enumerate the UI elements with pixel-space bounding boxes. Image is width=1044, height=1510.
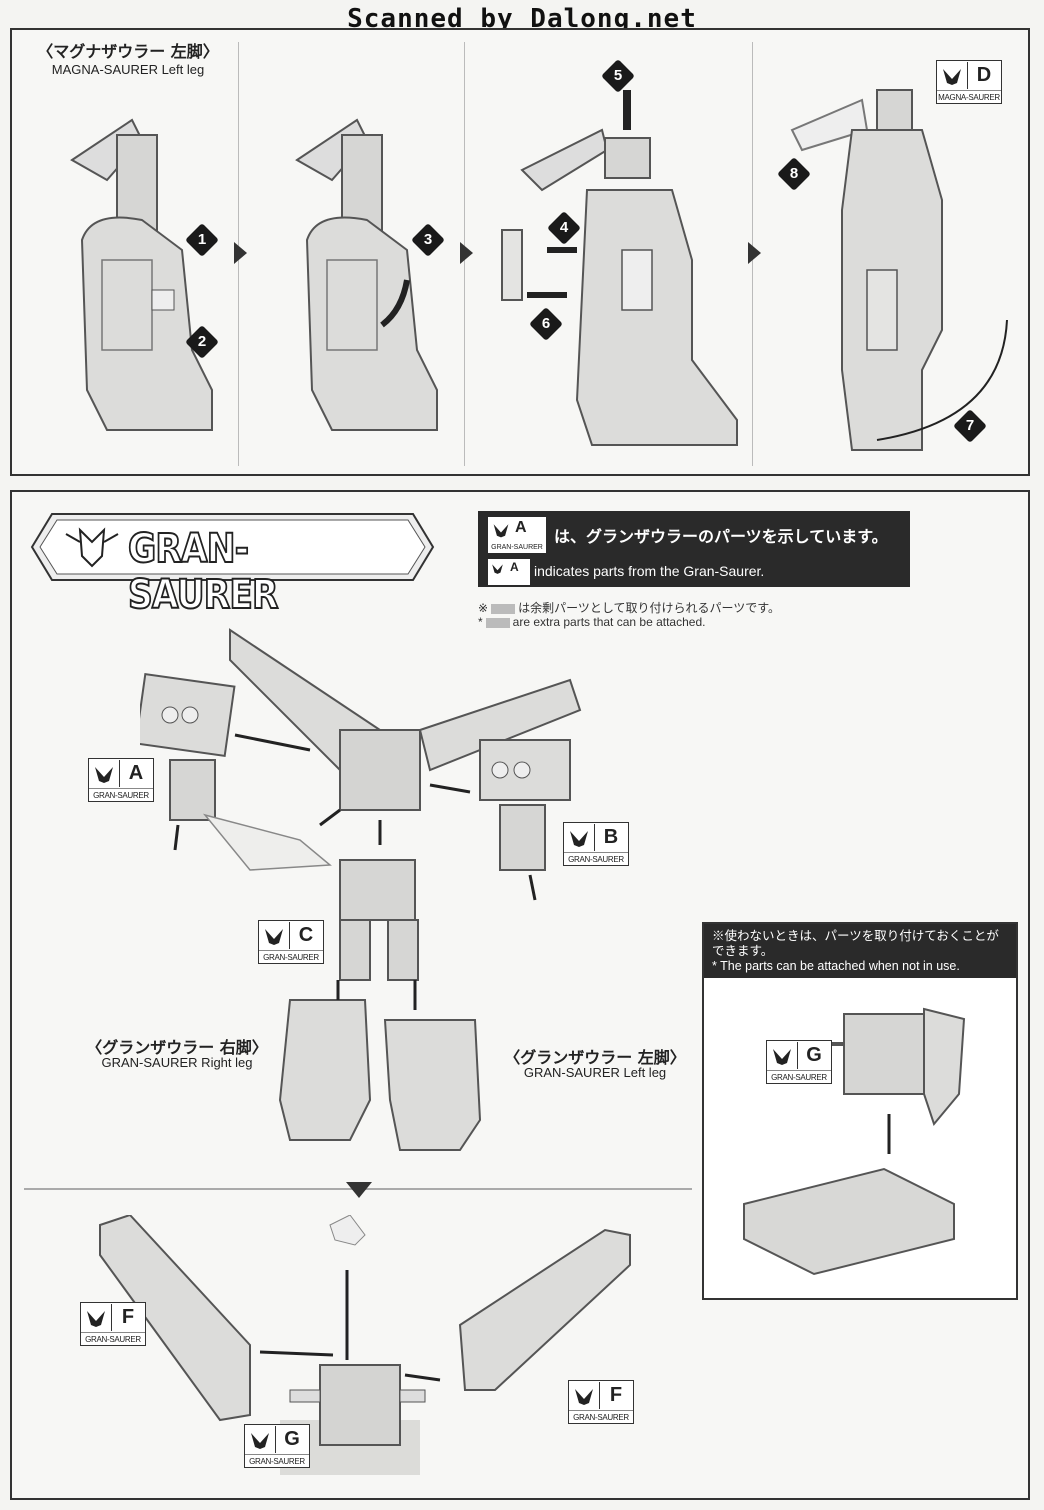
- badge-letter: D: [967, 62, 1000, 89]
- badge-letter: G: [275, 1426, 308, 1453]
- step-4-marker: 4: [547, 211, 581, 245]
- gran-saurer-emblem-icon: [493, 524, 509, 538]
- part-badge-d: D MAGNA-SAURER: [936, 60, 1002, 104]
- step-arrow-icon: [748, 242, 761, 264]
- badge-name: GRAN-SAURER: [89, 788, 153, 800]
- badge-letter: F: [111, 1304, 144, 1331]
- step-7-marker: 7: [953, 409, 987, 443]
- top-panel-title-en: MAGNA-SAURER Left leg: [51, 62, 205, 77]
- attach-when-unused-box: ※使わないときは、パーツを取り付けておくことができます。 * The parts…: [702, 922, 1018, 1300]
- wing-separation-diagram: [99, 1215, 631, 1475]
- gran-saurer-emblem-icon: [575, 1389, 593, 1405]
- gran-saurer-emblem-icon: [95, 767, 113, 783]
- gran-saurer-emblem-icon: [251, 1433, 269, 1449]
- gran-saurer-emblem-icon: [570, 831, 588, 847]
- leg-illustration-step3: [501, 90, 738, 446]
- badge-name: GRAN-SAURER: [767, 1070, 831, 1082]
- extra-parts-note-ja: ※は余剰パーツとして取り付けられるパーツです。: [478, 601, 781, 615]
- gran-saurer-emblem-icon: [773, 1049, 791, 1065]
- badge-name: MAGNA-SAURER: [937, 90, 1001, 102]
- badge-name: GRAN-SAURER: [259, 950, 323, 962]
- note-en-text: indicates parts from the Gran-Saurer.: [534, 563, 765, 579]
- gran-saurer-exploded-diagram: [140, 628, 582, 1151]
- right-leg-title-ja: 〈グランザウラー 右脚〉: [86, 1038, 268, 1057]
- badge-name: GRAN-SAURER: [81, 1332, 145, 1344]
- title-banner-frame: [30, 513, 435, 581]
- magna-saurer-left-leg-panel: 〈マグナザウラー 左脚〉 MAGNA-SAURER Left leg 1 2 3…: [10, 28, 1030, 476]
- left-leg-title-en: GRAN-SAURER Left leg: [523, 1065, 667, 1080]
- badge-letter: A: [510, 560, 519, 574]
- step-8-marker: 8: [777, 157, 811, 191]
- step-arrow-icon: [460, 242, 473, 264]
- gran-saurer-emblem-icon: [87, 1311, 105, 1327]
- badge-name: GRAN-SAURER: [564, 852, 628, 864]
- leg-illustration-step4: [790, 89, 1008, 451]
- part-badge-f-right: F GRAN-SAURER: [568, 1380, 634, 1424]
- part-badge-a-small: A: [488, 559, 530, 585]
- badge-letter: A: [515, 519, 527, 536]
- badge-letter: A: [119, 760, 152, 787]
- badge-name: GRAN-SAURER: [569, 1410, 633, 1422]
- part-badge-a: A GRAN-SAURER: [88, 758, 154, 802]
- step-2-marker: 2: [185, 325, 219, 359]
- step-3-marker: 3: [411, 223, 445, 257]
- part-badge-b: B GRAN-SAURER: [563, 822, 629, 866]
- note-ja-text: は、グランザウラーのパーツを示しています。: [554, 529, 888, 546]
- stand-attachment-diagram: [743, 1007, 966, 1276]
- leg-illustration-step1: [70, 118, 213, 431]
- top-panel-title-ja: 〈マグナザウラー 左脚〉: [37, 42, 219, 61]
- part-badge-a-legend: A GRAN-SAURER: [488, 517, 546, 553]
- step-1-marker: 1: [185, 223, 219, 257]
- magna-saurer-emblem-icon: [943, 69, 961, 85]
- part-badge-c: C GRAN-SAURER: [258, 920, 324, 964]
- badge-name: GRAN-SAURER: [491, 544, 543, 551]
- next-step-arrow-icon: [346, 1182, 372, 1198]
- badge-letter: B: [594, 824, 627, 851]
- badge-letter: G: [797, 1042, 830, 1069]
- left-leg-title-ja: 〈グランザウラー 左脚〉: [504, 1048, 686, 1067]
- attach-note-en: * The parts can be attached when not in …: [712, 959, 960, 973]
- extra-part-swatch: [491, 603, 516, 614]
- part-badge-g-attach: G GRAN-SAURER: [766, 1040, 832, 1084]
- part-badge-g-bottom: G GRAN-SAURER: [244, 1424, 310, 1468]
- step-arrow-icon: [234, 242, 247, 264]
- badge-letter: F: [599, 1382, 632, 1409]
- gran-saurer-emblem-icon: [492, 564, 503, 574]
- gran-saurer-title: GRAN-SAURER: [127, 525, 279, 619]
- attach-note-header: ※使わないときは、パーツを取り付けておくことができます。 * The parts…: [704, 924, 1016, 978]
- extra-parts-note-en: *are extra parts that can be attached.: [478, 615, 706, 629]
- part-badge-f-left: F GRAN-SAURER: [80, 1302, 146, 1346]
- step-5-marker: 5: [601, 59, 635, 93]
- badge-name: GRAN-SAURER: [245, 1454, 309, 1466]
- step-6-marker: 6: [529, 307, 563, 341]
- gran-saurer-emblem-icon: [265, 929, 283, 945]
- part-legend-note: A GRAN-SAURER は、グランザウラーのパーツを示しています。 A in…: [478, 511, 910, 587]
- gran-saurer-title-banner: GRAN-SAURER: [30, 512, 435, 619]
- leg-illustration-step2: [295, 118, 438, 431]
- right-leg-title-en: GRAN-SAURER Right leg: [101, 1055, 253, 1070]
- badge-letter: C: [289, 922, 322, 949]
- extra-part-swatch: [485, 617, 510, 628]
- attach-note-ja: ※使わないときは、パーツを取り付けておくことができます。: [712, 929, 999, 958]
